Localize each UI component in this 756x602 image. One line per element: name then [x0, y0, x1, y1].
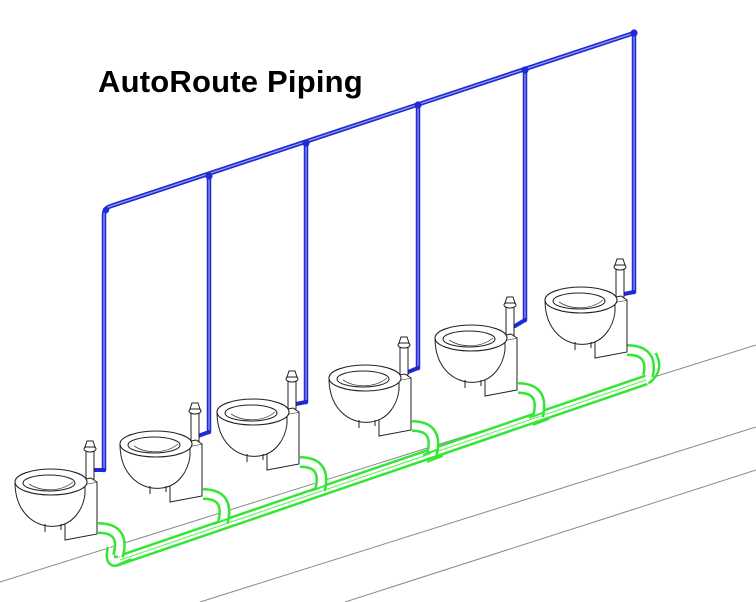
supply-drops: [206, 67, 528, 435]
supply-pipe-network: [92, 29, 638, 473]
drain-branches: [97, 344, 655, 558]
wall-hung-toilet-icon: [216, 370, 300, 471]
supply-tee: [205, 172, 213, 180]
supply-connector-6: [622, 290, 636, 296]
wall-hung-toilet-icon: [434, 296, 518, 397]
supply-connectors: [92, 290, 636, 472]
supply-tee: [414, 101, 422, 109]
supply-tee: [302, 139, 310, 147]
drain-fitting: [116, 558, 132, 566]
drain-pipe-network: [97, 344, 661, 567]
drain-fitting: [528, 411, 550, 426]
drain-fittings: [116, 411, 550, 566]
supply-connector-3: [294, 400, 308, 406]
wall-hung-toilet-icon: [544, 258, 628, 359]
supply-connector-2: [196, 430, 211, 438]
supply-connector-4: [406, 366, 420, 374]
wall-hung-toilet-icon: [328, 336, 412, 437]
supply-tees: [102, 29, 638, 214]
diagram-title: AutoRoute Piping: [98, 64, 363, 99]
drain-fitting: [213, 517, 235, 532]
floor-line-3: [344, 469, 756, 602]
floor-line-2: [199, 426, 756, 602]
supply-tee: [521, 66, 529, 74]
wall-hung-toilet-icon: [14, 440, 98, 541]
drain-fitting: [422, 448, 444, 463]
wall-hung-toilet-icon: [119, 402, 203, 503]
supply-elbow: [630, 29, 638, 37]
drain-main-pipe: [105, 352, 661, 567]
supply-elbow: [102, 206, 110, 214]
drain-fitting: [310, 484, 332, 499]
supply-connector-5: [513, 318, 527, 328]
